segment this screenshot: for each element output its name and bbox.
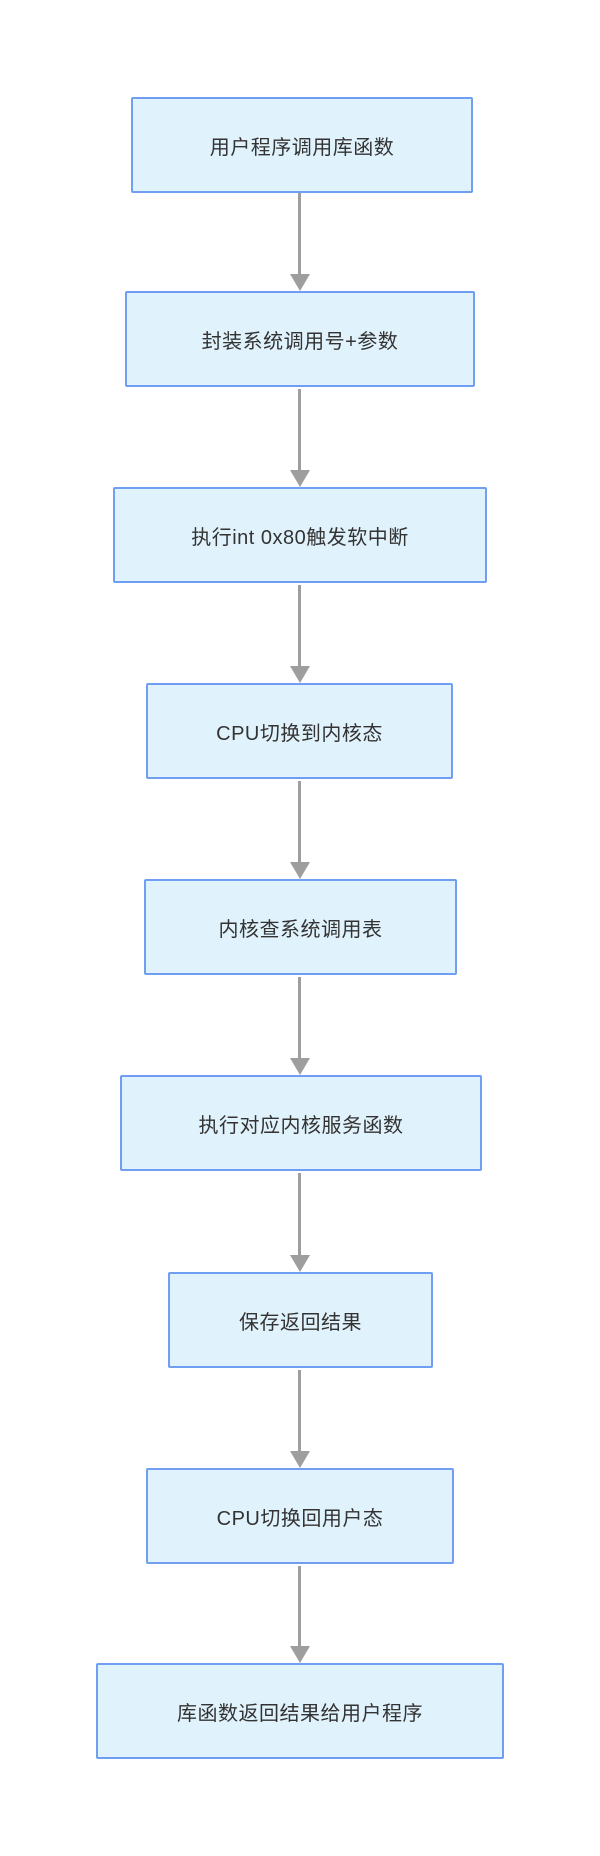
flow-node-exec-kernel-service-function: 执行对应内核服务函数 (120, 1075, 482, 1171)
flow-node-label: 封装系统调用号+参数 (201, 330, 399, 353)
arrow-shaft (298, 1370, 301, 1451)
flow-node-library-returns-result: 库函数返回结果给用户程序 (96, 1663, 504, 1759)
arrow-head-icon (290, 1646, 310, 1663)
arrow-head-icon (290, 666, 310, 683)
flow-node-int-0x80-soft-interrupt: 执行int 0x80触发软中断 (113, 487, 487, 583)
arrow-shaft (298, 977, 301, 1058)
arrow-head-icon (290, 470, 310, 487)
flow-node-cpu-switch-user-mode: CPU切换回用户态 (146, 1468, 454, 1564)
flow-node-label: 执行对应内核服务函数 (198, 1114, 404, 1137)
arrow-head-icon (290, 274, 310, 291)
arrow-shaft (298, 781, 301, 862)
flow-node-label: CPU切换到内核态 (216, 722, 383, 745)
flow-node-label: 执行int 0x80触发软中断 (191, 526, 409, 549)
arrow-shaft (298, 389, 301, 470)
flow-node-label: 库函数返回结果给用户程序 (177, 1702, 423, 1725)
arrow-head-icon (290, 1451, 310, 1468)
flow-node-label: 保存返回结果 (239, 1311, 362, 1334)
flow-node-pack-syscall-number-params: 封装系统调用号+参数 (125, 291, 475, 387)
arrow-shaft (298, 585, 301, 666)
arrow-shaft (298, 193, 301, 275)
arrow-head-icon (290, 862, 310, 879)
arrow-head-icon (290, 1255, 310, 1272)
flow-node-cpu-switch-kernel-mode: CPU切换到内核态 (146, 683, 453, 779)
flow-node-save-return-result: 保存返回结果 (168, 1272, 433, 1368)
flow-node-kernel-lookup-syscall-table: 内核查系统调用表 (144, 879, 457, 975)
arrow-head-icon (290, 1058, 310, 1075)
flow-node-label: CPU切换回用户态 (216, 1507, 384, 1530)
flow-node-label: 内核查系统调用表 (218, 918, 383, 941)
flow-node-label: 用户程序调用库函数 (209, 136, 395, 159)
arrow-shaft (298, 1566, 301, 1646)
arrow-shaft (298, 1173, 301, 1255)
flow-node-user-program-calls-library: 用户程序调用库函数 (131, 97, 473, 193)
